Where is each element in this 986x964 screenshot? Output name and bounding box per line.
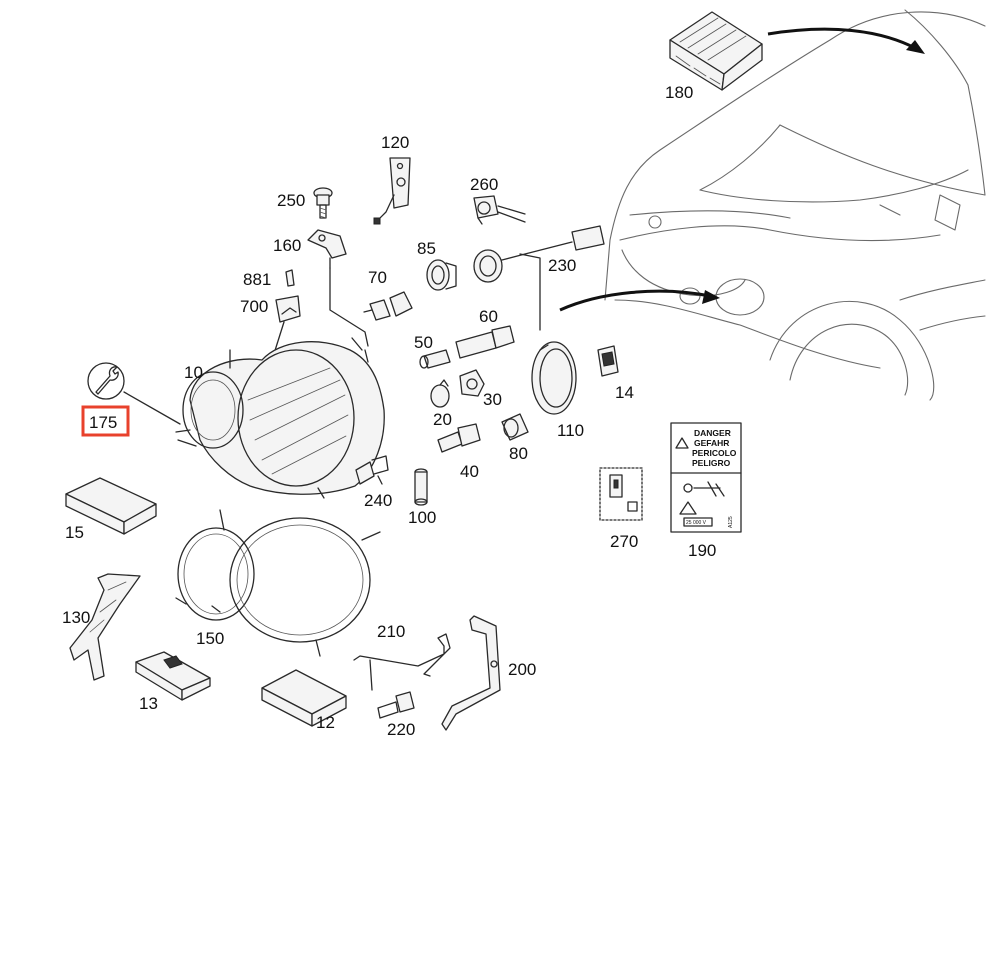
part-270-label[interactable] <box>599 467 643 521</box>
label-881[interactable]: 881 <box>243 270 271 289</box>
part-240-screw[interactable] <box>355 455 389 485</box>
part-120-bracket[interactable] <box>373 157 411 225</box>
label-50[interactable]: 50 <box>414 333 433 352</box>
warning-line-2: GEFAHR <box>694 438 729 448</box>
label-160[interactable]: 160 <box>273 236 301 255</box>
part-60-bulb[interactable] <box>455 325 515 359</box>
part-14-module[interactable] <box>597 345 619 377</box>
highlight-box-175 <box>81 405 130 437</box>
part-150-frame[interactable] <box>175 509 381 657</box>
label-70[interactable]: 70 <box>368 268 387 287</box>
label-13[interactable]: 13 <box>139 694 158 713</box>
part-200-bracket[interactable] <box>441 615 501 731</box>
pointer-arrows <box>559 27 925 312</box>
leader-160 <box>329 267 369 347</box>
part-10-headlamp[interactable] <box>175 337 385 499</box>
label-175[interactable]: 175 <box>89 413 117 432</box>
label-270[interactable]: 270 <box>610 532 638 551</box>
part-100-sleeve[interactable] <box>414 468 428 506</box>
warning-line-1: DANGER <box>694 428 731 438</box>
label-60[interactable]: 60 <box>479 307 498 326</box>
part-250-screw[interactable] <box>313 187 333 219</box>
label-700[interactable]: 700 <box>240 297 268 316</box>
label-180[interactable]: 180 <box>665 83 693 102</box>
part-130-bracket[interactable] <box>69 573 141 681</box>
label-10[interactable]: 10 <box>184 363 203 382</box>
label-100[interactable]: 100 <box>408 508 436 527</box>
label-110[interactable]: 110 <box>557 421 584 440</box>
part-85-socket[interactable] <box>426 259 457 291</box>
car-outline <box>604 9 986 401</box>
label-30[interactable]: 30 <box>483 390 502 409</box>
label-260[interactable]: 260 <box>470 175 498 194</box>
label-120[interactable]: 120 <box>381 133 409 152</box>
label-80[interactable]: 80 <box>509 444 528 463</box>
part-230-harness[interactable] <box>473 225 605 331</box>
part-180-module[interactable] <box>669 11 763 91</box>
part-220-screw[interactable] <box>377 691 415 719</box>
part-40-bulb[interactable] <box>437 423 481 453</box>
warning-voltage: 25 000 V <box>686 520 707 526</box>
warning-code: A125 <box>728 516 734 528</box>
part-210-bracket[interactable] <box>353 633 451 691</box>
part-12-ballast[interactable] <box>261 669 347 727</box>
part-70-bulb[interactable] <box>363 291 413 321</box>
label-130[interactable]: 130 <box>62 608 90 627</box>
part-80-cap[interactable] <box>501 413 529 441</box>
label-85[interactable]: 85 <box>417 239 436 258</box>
part-30-socket[interactable] <box>459 369 485 397</box>
label-230[interactable]: 230 <box>548 256 576 275</box>
part-175-wrench-icon[interactable] <box>87 362 181 425</box>
label-40[interactable]: 40 <box>460 462 479 481</box>
part-260-level-motor[interactable] <box>473 195 526 225</box>
part-20-bulb[interactable] <box>430 379 450 408</box>
part-15-ballast[interactable] <box>65 477 157 535</box>
part-13-ballast[interactable] <box>135 651 211 701</box>
part-50-bulb[interactable] <box>419 349 451 369</box>
label-210[interactable]: 210 <box>377 622 405 641</box>
part-110-ring[interactable] <box>531 341 577 415</box>
label-15[interactable]: 15 <box>65 523 84 542</box>
part-881-clip[interactable] <box>285 269 295 287</box>
label-200[interactable]: 200 <box>508 660 536 679</box>
label-240[interactable]: 240 <box>364 491 392 510</box>
label-14[interactable]: 14 <box>615 383 634 402</box>
label-190[interactable]: 190 <box>688 541 716 560</box>
label-20[interactable]: 20 <box>433 410 452 429</box>
label-220[interactable]: 220 <box>387 720 415 739</box>
warning-line-3: PERICOLO <box>692 448 737 458</box>
label-250[interactable]: 250 <box>277 191 305 210</box>
part-190-warning-label[interactable]: DANGER GEFAHR PERICOLO PELIGRO 25 000 V … <box>670 422 742 533</box>
warning-line-4: PELIGRO <box>692 458 731 468</box>
label-12[interactable]: 12 <box>316 713 335 732</box>
part-number-labels: 180 120 260 250 160 85 230 881 70 700 60… <box>62 83 716 739</box>
label-150[interactable]: 150 <box>196 629 224 648</box>
part-160-clip[interactable] <box>307 229 347 269</box>
